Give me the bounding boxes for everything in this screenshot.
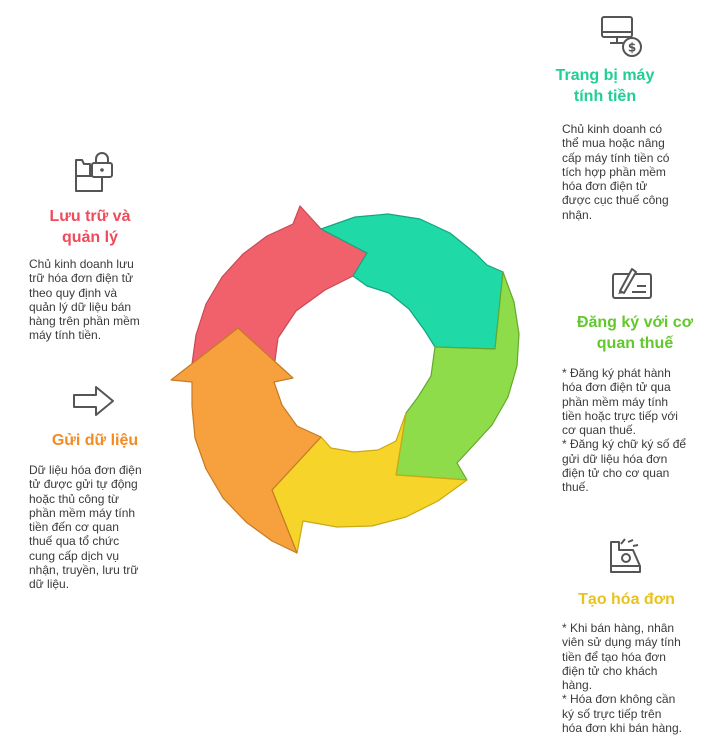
cash-register-icon: [610, 538, 641, 573]
step-description: Chủ kinh doanh lưu trữ hóa đơn điện tử t…: [29, 257, 140, 343]
step-register: Đăng ký với cơ quan thuế * Đăng ký phát …: [555, 262, 705, 512]
step-title: Đăng ký với cơ quan thuế: [576, 314, 694, 352]
step-description: * Khi bán hàng, nhân viên sử dụng máy tí…: [562, 621, 682, 736]
step-equip: $ Trang bị máy tính tiền Chủ kinh doanh …: [555, 10, 705, 230]
step-store: Lưu trữ và quản lý Chủ kinh doanh lưu tr…: [20, 150, 185, 350]
step-description: Dữ liệu hóa đơn điện tử được gửi tự động…: [29, 463, 142, 592]
cycle-arrow-red: [191, 205, 368, 369]
cycle-arrow-teal: [320, 213, 504, 350]
monitor-dollar-icon: $: [601, 16, 642, 57]
cycle-arrow-orange: [170, 327, 322, 554]
step-send: Gửi dữ liệu Dữ liệu hóa đơn điện tử được…: [20, 380, 185, 605]
step-title: Tạo hóa đơn: [578, 591, 675, 608]
signature-icon: [612, 268, 652, 299]
svg-text:$: $: [628, 41, 636, 55]
step-description: Chủ kinh doanh có thể mua hoặc nâng cấp …: [562, 122, 670, 222]
step-title: Gửi dữ liệu: [51, 432, 139, 449]
step-create: Tạo hóa đơn * Khi bán hàng, nhân viên sử…: [555, 532, 705, 747]
step-title: Lưu trữ và quản lý: [49, 208, 131, 246]
step-title: Trang bị máy tính tiền: [555, 67, 655, 105]
cycle-arrow-green: [395, 271, 520, 481]
folder-lock-icon: [75, 152, 113, 192]
step-description: * Đăng ký phát hành hóa đơn điện tử qua …: [562, 366, 687, 495]
arrow-right-icon: [73, 386, 114, 416]
